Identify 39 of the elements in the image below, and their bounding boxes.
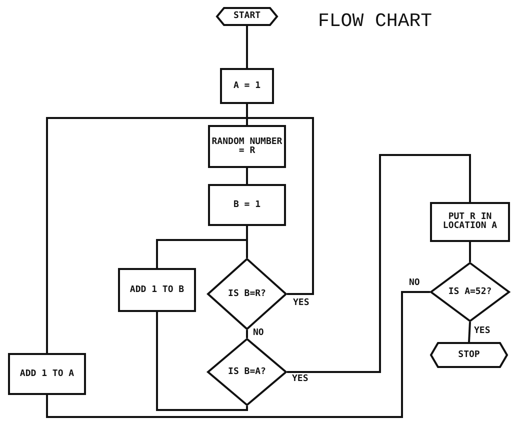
- edge-label: YES: [291, 374, 310, 384]
- connector-line: [468, 322, 471, 342]
- edge-label: NO: [252, 328, 265, 338]
- edge-label: YES: [473, 326, 492, 336]
- process-box: [430, 202, 510, 242]
- process-box: [8, 353, 86, 395]
- process-box: [208, 184, 286, 226]
- step-text: STOP: [458, 350, 480, 360]
- chart-title: FLOW CHART: [318, 10, 432, 32]
- step-text: PUT R IN LOCATION A: [442, 213, 498, 231]
- decision-text: IS A=52?: [448, 288, 492, 296]
- connector-line: [156, 312, 248, 411]
- process-box: [118, 268, 196, 312]
- terminal-shape: [430, 342, 508, 368]
- step-text: B = 1: [233, 200, 261, 210]
- connector-line: [246, 330, 248, 338]
- terminal-shape: [216, 7, 278, 26]
- step-text: START: [233, 12, 261, 21]
- edge-label: YES: [292, 298, 310, 308]
- connector-line: [246, 26, 248, 68]
- connector-line: [469, 242, 471, 262]
- decision-text: IS B=R?: [228, 290, 266, 298]
- connector-line: [246, 168, 248, 184]
- step-text: ADD 1 TO B: [130, 286, 184, 294]
- step-text: RANDOM NUMBER = R: [211, 138, 283, 156]
- connector-line: [46, 291, 430, 418]
- step-text: A = 1: [233, 82, 261, 90]
- decision-text: IS B=A?: [228, 368, 266, 376]
- process-box: [208, 125, 286, 168]
- decision-diamond: [430, 262, 510, 322]
- connector-line: [246, 117, 314, 295]
- decision-diamond: [207, 258, 287, 330]
- connector-line: [156, 239, 248, 268]
- decision-diamond: [207, 338, 287, 406]
- connector-line: [287, 154, 471, 373]
- connector-line: [46, 117, 248, 353]
- process-box: [220, 68, 274, 104]
- edge-label: NO: [408, 278, 421, 288]
- step-text: ADD 1 TO A: [20, 370, 74, 378]
